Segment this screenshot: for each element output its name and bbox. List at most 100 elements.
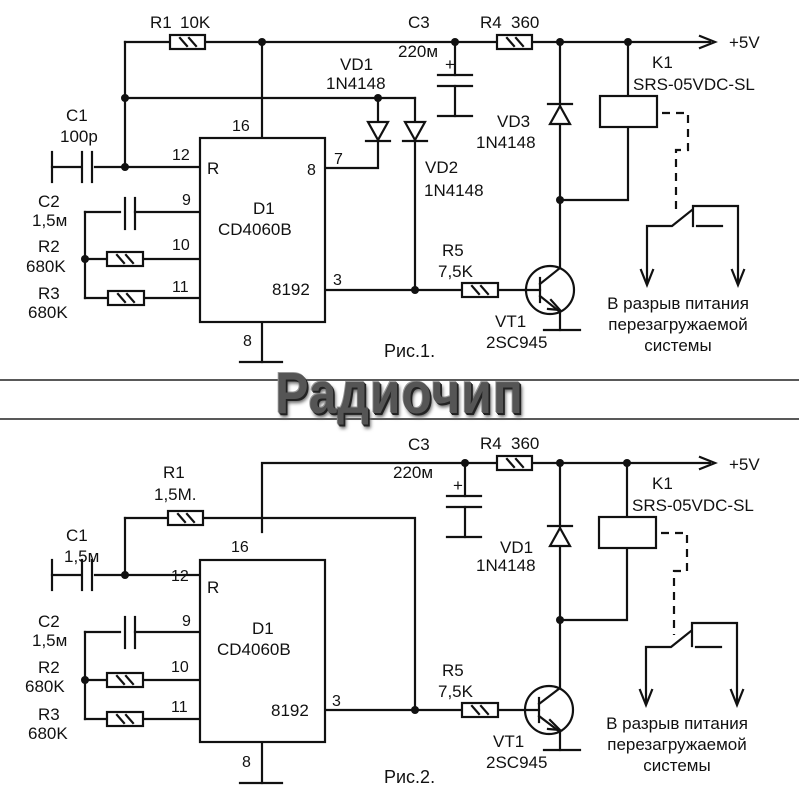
load-arrow-right-icon xyxy=(729,688,745,708)
pin-12: 12 xyxy=(172,147,190,164)
r1-value: 1,5М. xyxy=(154,485,197,504)
figure-2: + xyxy=(50,454,745,785)
k1-ref: K1 xyxy=(652,53,673,72)
ic-d1 xyxy=(198,558,327,744)
pin-8-output: 8 xyxy=(307,162,316,179)
c2-value: 1,5м xyxy=(32,631,67,650)
r2-ref: R2 xyxy=(38,658,60,677)
pin-9: 9 xyxy=(182,613,191,630)
vt1-ref: VT1 xyxy=(493,732,524,751)
k1-ref: K1 xyxy=(652,474,673,493)
load-arrow-right-icon xyxy=(730,268,746,288)
r2-ref: R2 xyxy=(38,237,60,256)
relay-link-dashed xyxy=(662,111,690,215)
c1-ref: C1 xyxy=(66,106,88,125)
figure-caption: Рис.2. xyxy=(384,767,435,787)
figure-caption: Рис.1. xyxy=(384,341,435,361)
resistor-r2 xyxy=(105,671,145,689)
junction-dots xyxy=(81,38,632,294)
load-note-line-2: перезагружаемой xyxy=(608,315,748,334)
capacitor-c2 xyxy=(123,615,137,650)
supply-arrow-icon xyxy=(698,455,718,471)
relay-k1-coil xyxy=(597,515,658,550)
vt1-ref: VT1 xyxy=(495,312,526,331)
pin-11: 11 xyxy=(172,279,189,296)
r4-value: 360 xyxy=(511,434,539,453)
d1-value: CD4060B xyxy=(218,220,292,239)
r4-ref: R4 xyxy=(480,13,502,32)
resistor-r3 xyxy=(105,710,145,728)
junction-dots xyxy=(81,459,631,714)
capacitor-c1 xyxy=(50,558,94,592)
d1-reset-label: R xyxy=(207,578,219,597)
load-note-line-3: системы xyxy=(643,756,710,775)
r1-ref: R1 xyxy=(150,13,172,32)
r5-value: 7,5K xyxy=(438,682,474,701)
vd3-value: 1N4148 xyxy=(476,133,536,152)
figure-1-labels: R1 10K C1 100p C2 1,5м R2 680K R3 680K V… xyxy=(26,13,760,361)
resistor-r3 xyxy=(106,289,146,307)
figure-1: + xyxy=(50,33,746,364)
r3-value: 680K xyxy=(28,303,68,322)
resistor-r1 xyxy=(166,509,205,527)
c2-ref: C2 xyxy=(38,192,60,211)
c3-ref: C3 xyxy=(408,13,430,32)
r1-ref: R1 xyxy=(163,463,185,482)
load-note-line-2: перезагружаемой xyxy=(607,735,747,754)
capacitor-c2 xyxy=(123,196,137,231)
d1-value: CD4060B xyxy=(217,640,291,659)
vd2-ref: VD2 xyxy=(425,158,458,177)
load-arrow-left-icon xyxy=(638,688,654,708)
figure-2-labels: R1 1,5М. C1 1,5м C2 1,5м R2 680K R3 680K… xyxy=(25,434,760,787)
d1-output-label: 8192 xyxy=(272,280,310,299)
load-arrow-left-icon xyxy=(639,268,655,288)
pin-8-gnd: 8 xyxy=(243,333,252,350)
pin-3: 3 xyxy=(333,272,342,289)
r3-value: 680K xyxy=(28,724,68,743)
pin-8-gnd: 8 xyxy=(242,754,251,771)
c1-value: 100p xyxy=(60,127,98,146)
site-watermark-title: Радиочип xyxy=(275,361,524,426)
c2-ref: C2 xyxy=(38,612,60,631)
r3-ref: R3 xyxy=(38,705,60,724)
vd1-value: 1N4148 xyxy=(476,556,536,575)
pin-16: 16 xyxy=(232,118,250,135)
resistor-r5 xyxy=(460,281,500,299)
resistor-r2 xyxy=(105,250,145,268)
resistor-r4 xyxy=(495,33,534,51)
r3-ref: R3 xyxy=(38,284,60,303)
transistor-vt1 xyxy=(523,684,575,736)
relay-k1-coil xyxy=(598,94,659,129)
c2-value: 1,5м xyxy=(32,211,67,230)
r5-ref: R5 xyxy=(442,661,464,680)
r4-ref: R4 xyxy=(480,434,502,453)
c3-value: 220м xyxy=(398,42,438,61)
pin-7: 7 xyxy=(334,151,343,168)
c1-value: 1,5м xyxy=(64,547,99,566)
pin-3: 3 xyxy=(332,693,341,710)
k1-value: SRS-05VDC-SL xyxy=(632,496,754,515)
d1-ref: D1 xyxy=(253,199,275,218)
vd1-value: 1N4148 xyxy=(326,74,386,93)
pin-10: 10 xyxy=(171,659,189,676)
svg-text:+: + xyxy=(445,55,455,74)
r1-value: 10K xyxy=(180,13,211,32)
d1-ref: D1 xyxy=(252,619,274,638)
diode-vd2 xyxy=(401,120,429,143)
c3-value: 220м xyxy=(393,463,433,482)
svg-text:+: + xyxy=(453,476,463,495)
supply-label: +5V xyxy=(729,455,760,474)
r4-value: 360 xyxy=(511,13,539,32)
relay-link-dashed xyxy=(661,531,689,635)
c1-ref: C1 xyxy=(66,526,88,545)
pin-16: 16 xyxy=(231,539,249,556)
load-note-line-1: В разрыв питания xyxy=(607,294,749,313)
r2-value: 680K xyxy=(25,677,65,696)
ic-d1 xyxy=(198,136,327,324)
diode-vd3 xyxy=(546,102,574,126)
capacitor-c3: + xyxy=(445,476,483,509)
load-note-line-1: В разрыв питания xyxy=(606,714,748,733)
pin-9: 9 xyxy=(182,192,191,209)
r5-ref: R5 xyxy=(442,241,464,260)
d1-output-label: 8192 xyxy=(271,701,309,720)
